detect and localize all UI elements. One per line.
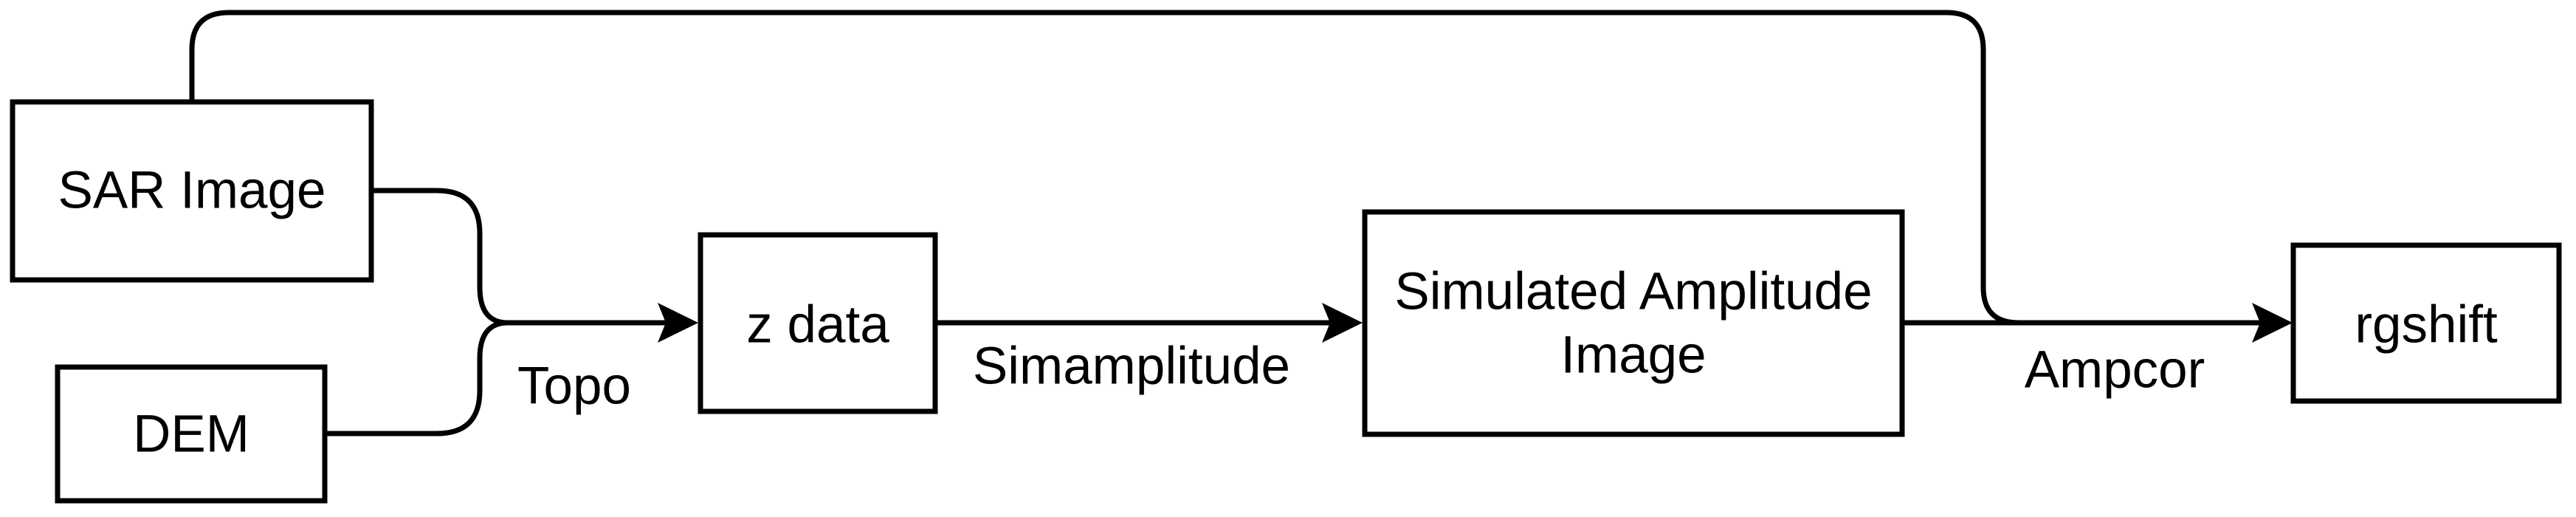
simamplitude-edge-label: Simamplitude: [973, 338, 1290, 396]
dem-box: [55, 364, 328, 504]
rgshift-box: [2290, 242, 2562, 404]
edge-sar-to-merge: [371, 188, 509, 326]
topo-edge-label: Topo: [517, 357, 631, 416]
z-data-box: [698, 232, 938, 414]
simulated-amplitude-image-label-line1: Simulated Amplitude: [1394, 263, 1872, 321]
z-data-label: z data: [746, 296, 889, 355]
ampcor-edge-label: Ampcor: [2025, 341, 2205, 400]
simulated-amplitude-image-box: [1362, 209, 1905, 437]
arrowhead-into-sim: [1322, 303, 1363, 343]
edge-sar-feedback-to-ampcor: [189, 10, 2019, 326]
node-rgshift: rgshift: [2290, 242, 2562, 404]
edge-labels: Topo Simamplitude Ampcor: [517, 338, 2205, 416]
edge-dem-to-merge: [325, 320, 509, 436]
arrowhead-into-zdata: [658, 303, 698, 343]
sar-image-box: [10, 99, 374, 283]
node-dem: DEM: [55, 364, 328, 504]
dem-label: DEM: [133, 405, 249, 464]
simulated-amplitude-image-label-line2: Image: [1560, 326, 1706, 385]
node-z-data: z data: [698, 232, 938, 414]
sar-image-label: SAR Image: [58, 162, 326, 220]
arrowhead-into-rgshift: [2252, 303, 2293, 343]
rgshift-label: rgshift: [2355, 296, 2498, 355]
node-simulated-amplitude-image: Simulated Amplitude Image: [1362, 209, 1905, 437]
arrowheads: [658, 303, 2293, 343]
edges: [189, 10, 2260, 436]
node-sar-image: SAR Image: [10, 99, 374, 283]
